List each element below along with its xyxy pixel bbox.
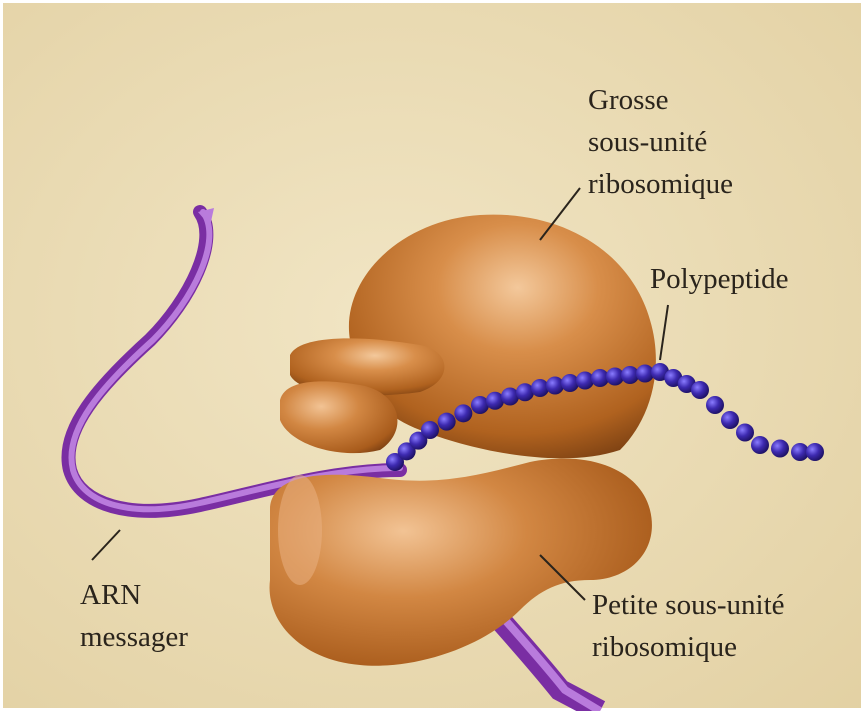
amino-acid-bead: [691, 381, 709, 399]
label-line: messager: [80, 621, 188, 653]
amino-acid-bead: [806, 443, 824, 461]
amino-acid-bead: [576, 372, 594, 390]
label-line: Grosse: [588, 84, 669, 116]
label-line: ribosomique: [588, 168, 733, 200]
amino-acid-bead: [706, 396, 724, 414]
label-line: Petite sous-unité: [592, 589, 785, 621]
amino-acid-bead: [751, 436, 769, 454]
label-line: sous-unité: [588, 126, 707, 158]
amino-acid-bead: [421, 421, 439, 439]
amino-acid-bead: [721, 411, 739, 429]
label-polypeptide: Polypeptide: [650, 263, 789, 295]
amino-acid-bead: [546, 377, 564, 395]
amino-acid-bead: [438, 413, 456, 431]
amino-acid-bead: [736, 424, 754, 442]
label-line: ribosomique: [592, 631, 737, 663]
label-line: ARN: [80, 579, 141, 611]
amino-acid-bead: [771, 440, 789, 458]
amino-acid-bead: [454, 404, 472, 422]
amino-acid-bead: [561, 374, 579, 392]
amino-acid-bead: [531, 379, 549, 397]
